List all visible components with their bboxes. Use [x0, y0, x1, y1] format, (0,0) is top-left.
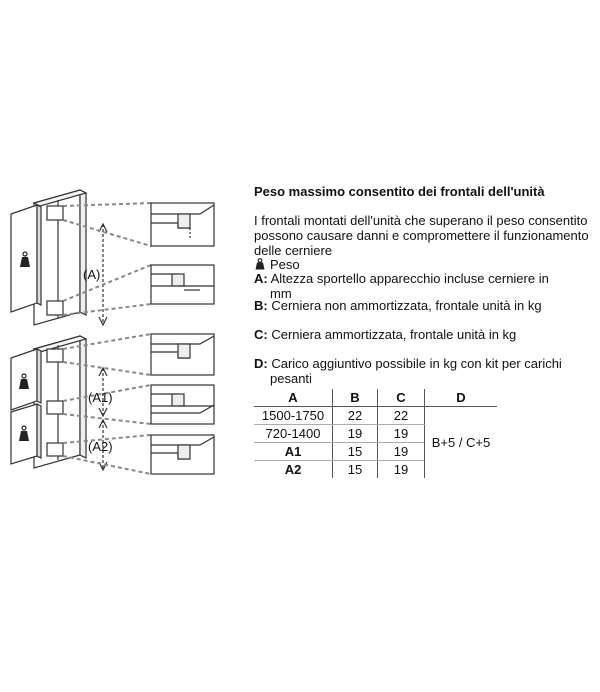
weight-icon	[255, 258, 265, 270]
cell-c: 19	[377, 424, 425, 443]
cell-b: 15	[332, 442, 378, 461]
cell-a: A2	[284, 462, 302, 477]
legend-b: B: Cerniera non ammortizzata, frontale u…	[254, 298, 594, 313]
legend-d-text: Carico aggiuntivo possibile in kg con ki…	[271, 356, 562, 371]
table-row: 720-1400 19 19	[254, 424, 497, 443]
installation-diagram: (A) (A1) (A2)	[10, 189, 215, 475]
legend-d-key: D:	[254, 356, 268, 371]
table-row: 1500-1750 22 22 B+5 / C+5	[254, 406, 497, 478]
legend-weight-text: Peso	[270, 257, 300, 272]
cell-a: 720-1400	[254, 424, 333, 443]
legend-d: D: Carico aggiuntivo possibile in kg con…	[254, 356, 594, 386]
header-c: C	[377, 389, 425, 407]
cell-b: 22	[332, 406, 378, 425]
hinge-detail-4	[150, 384, 215, 425]
legend-weight: Peso	[254, 257, 594, 272]
cell-c: 19	[377, 460, 425, 478]
label-a2: (A2)	[88, 439, 113, 454]
cabinet-single	[32, 189, 88, 326]
cell-c: 19	[377, 442, 425, 461]
header-a: A	[254, 389, 333, 407]
section-title: Peso massimo consentito dei frontali del…	[254, 184, 545, 199]
cell-c: 22	[377, 406, 425, 425]
intro-paragraph: I frontali montati dell'unità che supera…	[254, 213, 589, 258]
legend-a: A: Altezza sportello apparecchio incluse…	[254, 271, 594, 301]
legend-a-cont: mm	[270, 286, 292, 301]
legend-b-key: B:	[254, 298, 268, 313]
hinge-box	[46, 348, 64, 363]
weight-icon-group	[19, 251, 30, 441]
cell-a: 1500-1750	[254, 406, 333, 425]
legend-a-key: A:	[254, 271, 268, 286]
cell-b: 15	[332, 460, 378, 478]
hinge-detail-3	[150, 333, 215, 376]
legend-d-cont: pesanti	[270, 371, 312, 386]
cell-a: A1	[254, 442, 333, 461]
weight-icon	[19, 425, 29, 441]
legend-c-text: Cerniera ammortizzata, frontale unità in…	[271, 327, 517, 342]
leader-lines	[62, 202, 152, 475]
legend-c-key: C:	[254, 327, 268, 342]
table-header-row: A B C D	[254, 389, 497, 407]
hinge-detail-2	[150, 264, 215, 305]
dimension-a	[98, 222, 108, 327]
weight-icon	[20, 251, 30, 267]
table-row: A2 15 19	[254, 460, 497, 478]
hinge-box	[46, 400, 64, 415]
weight-icon	[19, 373, 29, 389]
weight-table: A B C D 1500-1750 22 22 B+5 / C+5 720-14…	[254, 389, 497, 478]
hinge-box	[46, 442, 64, 457]
hinge-box	[46, 205, 64, 221]
hinge-detail-1	[150, 202, 215, 247]
hinge-detail-5	[150, 434, 215, 475]
legend-b-text: Cerniera non ammortizzata, frontale unit…	[271, 298, 542, 313]
legend-c: C: Cerniera ammortizzata, frontale unità…	[254, 327, 594, 342]
dimension-a1	[98, 366, 108, 418]
header-b: B	[332, 389, 378, 407]
cell-d: B+5 / C+5	[424, 406, 497, 478]
legend-a-text: Altezza sportello apparecchio incluse ce…	[270, 271, 549, 286]
table-row: A1 15 19	[254, 442, 497, 461]
label-a1: (A1)	[88, 390, 113, 405]
header-d: D	[424, 389, 497, 407]
hinge-box	[46, 300, 64, 316]
cell-b: 19	[332, 424, 378, 443]
label-a: (A)	[83, 267, 100, 282]
